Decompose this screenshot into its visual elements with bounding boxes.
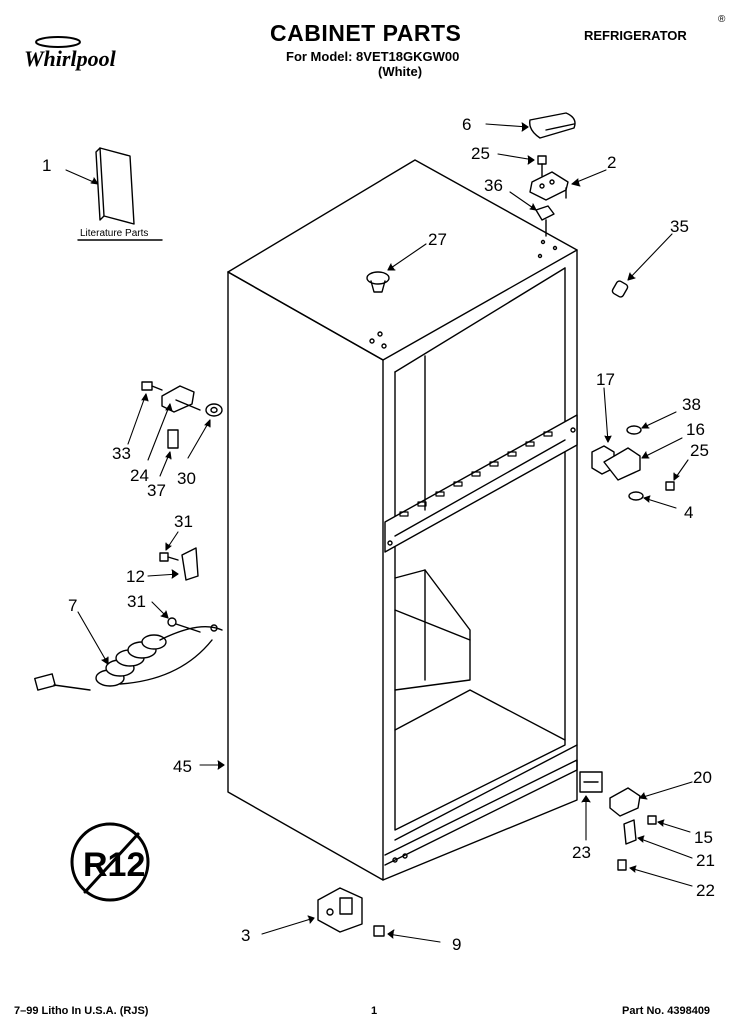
leader-lines (65, 122, 693, 943)
door-stop-assembly (141, 381, 223, 449)
hole-plug (611, 280, 629, 298)
page-title: CABINET PARTS (270, 20, 462, 46)
bottom-front-hinge (317, 887, 385, 937)
callout-45: 45 (173, 757, 192, 776)
trademark-mark: ® (718, 14, 726, 25)
category-label: REFRIGERATOR (584, 28, 687, 43)
top-plug (366, 271, 390, 293)
color-line: (White) (378, 64, 423, 79)
center-hinge-assembly (591, 425, 675, 501)
callout-38: 38 (682, 395, 701, 414)
power-cord (34, 624, 223, 691)
literature-label: Literature Parts (80, 228, 149, 239)
callout-25-right: 25 (690, 441, 709, 460)
brand-name: Whirlpool (24, 46, 116, 71)
callout-21: 21 (696, 851, 715, 870)
hinge-cover (529, 112, 576, 139)
callout-31-upper: 31 (174, 512, 193, 531)
hinge-shim (535, 205, 555, 237)
badge-text: R12 (83, 846, 145, 884)
callout-16: 16 (686, 420, 705, 439)
callout-27: 27 (428, 230, 447, 249)
callout-15: 15 (694, 828, 713, 847)
model-line: For Model: 8VET18GKGW00 (286, 49, 460, 64)
callout-20: 20 (693, 768, 712, 787)
top-hinge (529, 171, 569, 201)
r12-badge-icon: R12 (70, 822, 150, 902)
callout-22: 22 (696, 881, 715, 900)
callout-12: 12 (126, 567, 145, 586)
literature-booklet (95, 147, 135, 225)
top-hinge-screw (537, 155, 547, 177)
callout-24: 24 (130, 466, 149, 485)
bottom-hinge-assembly (579, 771, 657, 871)
callout-23: 23 (572, 843, 591, 862)
callout-37: 37 (147, 481, 166, 500)
callout-31-lower: 31 (127, 592, 146, 611)
whirlpool-logo: Whirlpool (20, 34, 155, 74)
callout-25-top: 25 (471, 144, 490, 163)
footer-part-number: Part No. 4398409 (622, 1005, 711, 1017)
cord-clamp-assembly (159, 547, 201, 633)
callout-3: 3 (241, 926, 251, 945)
callout-17: 17 (596, 370, 615, 389)
callout-36: 36 (484, 176, 503, 195)
callout-6: 6 (462, 115, 472, 134)
callout-30: 30 (177, 469, 196, 488)
cabinet-body (227, 159, 578, 881)
callout-9: 9 (452, 935, 462, 954)
logo-swoosh-icon (35, 36, 81, 48)
footer-litho: 7–99 Litho In U.S.A. (RJS) (14, 1005, 149, 1017)
footer-page-number: 1 (371, 1005, 378, 1017)
callout-2: 2 (607, 153, 617, 172)
divider-slots (399, 431, 553, 517)
callout-7: 7 (68, 596, 78, 615)
callout-1: 1 (42, 156, 52, 175)
callout-35: 35 (670, 217, 689, 236)
callout-33: 33 (112, 444, 131, 463)
callout-4: 4 (684, 503, 694, 522)
